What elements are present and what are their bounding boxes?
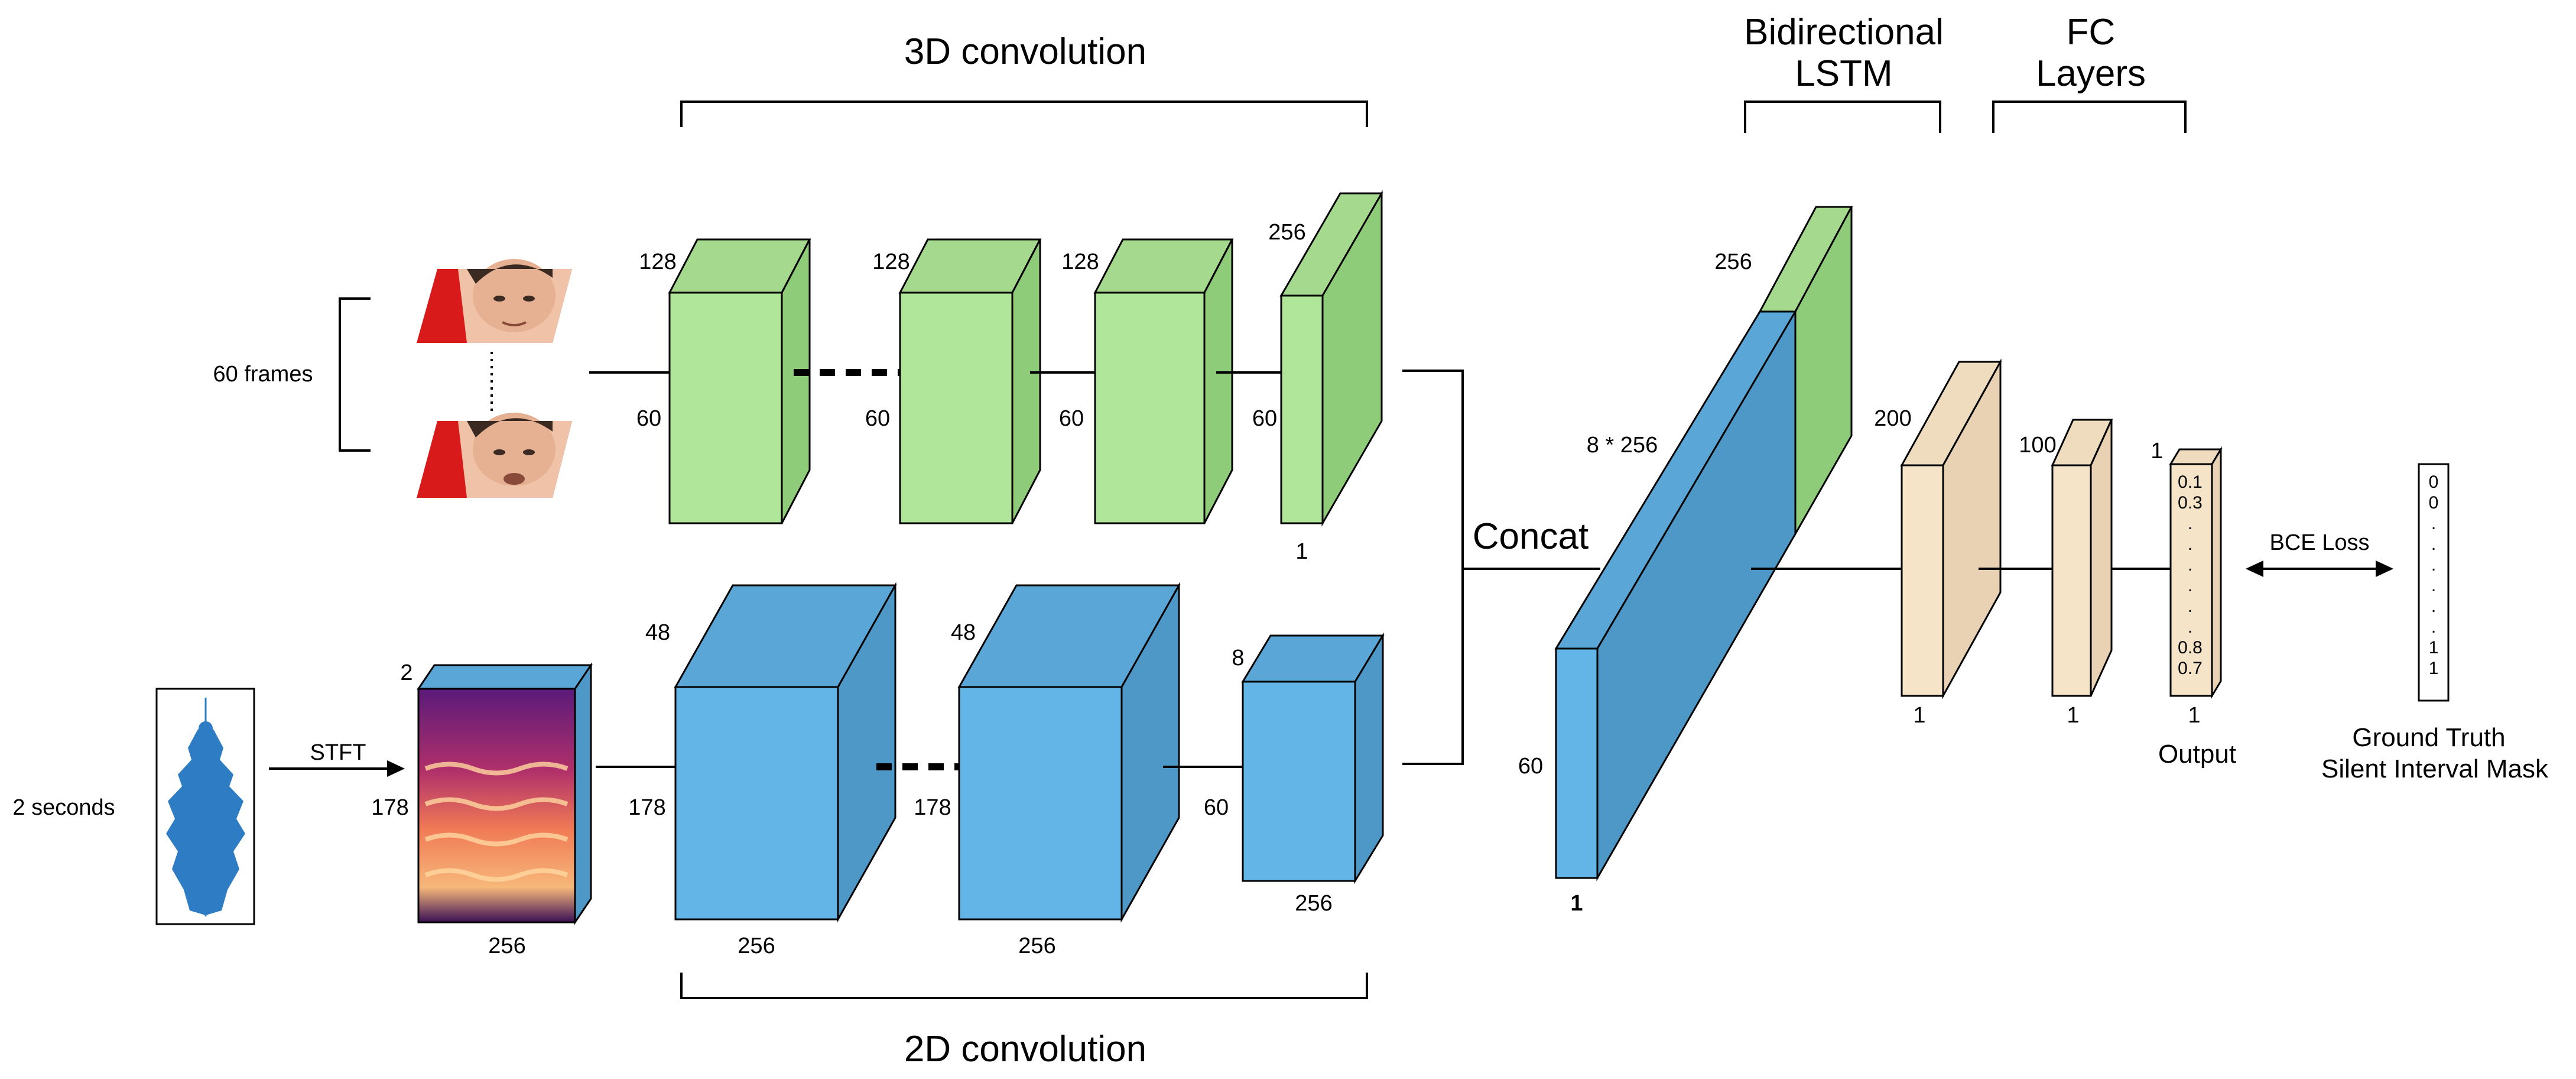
lstm-title-line2: LSTM bbox=[1795, 53, 1892, 94]
frames-label: 60 frames bbox=[213, 362, 313, 387]
loss-arrow-head-right bbox=[2376, 560, 2393, 577]
output-value: . bbox=[2188, 555, 2192, 575]
ground-truth-label-line2: Silent Interval Mask bbox=[2321, 754, 2549, 783]
spectrogram-top-dim: 2 bbox=[400, 660, 412, 685]
conv3d-block-2 bbox=[898, 238, 1042, 524]
output-value: . bbox=[2188, 597, 2192, 616]
output-values: 0.10.3......0.80.7 bbox=[2178, 472, 2203, 678]
fc-block-2-top-dim: 100 bbox=[2019, 433, 2056, 458]
conv3d-block-3 bbox=[1093, 238, 1234, 524]
lstm-top-dim: 256 bbox=[1714, 250, 1752, 274]
output-vector: 0.10.3......0.80.7 bbox=[2169, 446, 2223, 699]
conv2d-block-1-bottom-dim: 256 bbox=[738, 934, 775, 958]
conv3d-block-3-top-dim: 128 bbox=[1061, 250, 1099, 274]
conv2d-block-3 bbox=[1241, 632, 1385, 884]
fc-block-1-top-dim: 200 bbox=[1874, 406, 1911, 431]
fc-block-2 bbox=[2051, 419, 2113, 697]
face-frame-bottom bbox=[417, 413, 572, 498]
ground-truth-value: . bbox=[2431, 534, 2436, 554]
conv2d-block-3-left-dim: 60 bbox=[1204, 795, 1229, 820]
conv3d-block-4 bbox=[1279, 190, 1383, 527]
output-top-dim: 1 bbox=[2151, 439, 2163, 464]
spectrogram bbox=[417, 662, 593, 925]
conv3d-block-2-top-dim: 128 bbox=[872, 250, 909, 274]
spectrogram-bottom-dim: 256 bbox=[488, 934, 525, 958]
fc-title-line1: FC bbox=[2067, 12, 2116, 53]
video-to-concat bbox=[1402, 370, 1464, 568]
output-value: 0.1 bbox=[2178, 472, 2203, 492]
fc-block-1-bottom-dim: 1 bbox=[1913, 703, 1925, 728]
ground-truth-vector: 00......11 bbox=[2418, 463, 2450, 702]
frames-brace bbox=[339, 297, 371, 452]
lstm-feature-volume bbox=[1554, 206, 1853, 882]
conv2d-block-1-left-dim: 178 bbox=[628, 795, 665, 820]
conv3d-block-4-left-dim: 60 bbox=[1252, 406, 1277, 431]
concat-label: Concat bbox=[1473, 516, 1589, 557]
conv3d-block-4-bottom-dim: 1 bbox=[1295, 539, 1308, 564]
conv2d-block-2 bbox=[957, 582, 1181, 923]
ground-truth-value: . bbox=[2431, 555, 2436, 575]
ground-truth-value: 1 bbox=[2429, 638, 2439, 657]
output-value: . bbox=[2188, 514, 2192, 533]
conv3d-block-3-left-dim: 60 bbox=[1059, 406, 1084, 431]
audio-duration-label: 2 seconds bbox=[12, 795, 115, 820]
conv2d-block-3-top-dim: 8 bbox=[1232, 646, 1244, 670]
lstm-title-line1: Bidirectional bbox=[1744, 12, 1944, 53]
ground-truth-value: 0 bbox=[2429, 493, 2439, 513]
fc-block-2-bottom-dim: 1 bbox=[2067, 703, 2079, 728]
ground-truth-value: . bbox=[2431, 514, 2436, 533]
fc-bracket bbox=[1992, 101, 2187, 133]
conv2d-block-1 bbox=[674, 582, 897, 923]
loss-arrow-head-left bbox=[2246, 560, 2263, 577]
ground-truth-values: 00......11 bbox=[2429, 472, 2439, 678]
conv3d-block-4-top-dim: 256 bbox=[1268, 220, 1305, 245]
conv2d-block-2-bottom-dim: 256 bbox=[1018, 934, 1055, 958]
ground-truth-value: . bbox=[2431, 617, 2436, 637]
spectrogram-left-dim: 178 bbox=[371, 795, 408, 820]
ground-truth-label-line1: Ground Truth bbox=[2352, 723, 2505, 752]
lstm-bottom-dim: 1 bbox=[1570, 891, 1583, 916]
conv3d-block-1-top-dim: 128 bbox=[639, 250, 676, 274]
output-value: . bbox=[2188, 617, 2192, 637]
conv2d-bracket bbox=[680, 973, 1368, 999]
output-value: . bbox=[2188, 534, 2192, 554]
output-label: Output bbox=[2158, 740, 2236, 769]
lstm-depth-dim: 8 * 256 bbox=[1587, 433, 1658, 458]
loss-label: BCE Loss bbox=[2270, 530, 2370, 555]
fc-title-line2: Layers bbox=[2036, 53, 2146, 94]
conv3d-block-1-left-dim: 60 bbox=[636, 406, 661, 431]
stft-label: STFT bbox=[310, 740, 366, 765]
output-value: . bbox=[2188, 576, 2192, 595]
audio-to-concat bbox=[1402, 568, 1464, 765]
output-value: 0.3 bbox=[2178, 493, 2203, 513]
ground-truth-value: . bbox=[2431, 597, 2436, 616]
lstm-left-dim: 60 bbox=[1518, 754, 1543, 779]
output-value: 0.7 bbox=[2178, 659, 2203, 678]
ground-truth-value: . bbox=[2431, 576, 2436, 595]
conv2d-title: 2D convolution bbox=[904, 1029, 1146, 1070]
output-value: 0.8 bbox=[2178, 638, 2203, 657]
output-bottom-dim: 1 bbox=[2188, 703, 2200, 728]
conv3d-title: 3D convolution bbox=[904, 31, 1146, 72]
conv2d-block-2-left-dim: 178 bbox=[914, 795, 951, 820]
conv2d-block-3-bottom-dim: 256 bbox=[1295, 891, 1332, 916]
ground-truth-value: 1 bbox=[2429, 659, 2439, 678]
waveform-panel bbox=[155, 688, 255, 925]
conv2d-block-1-top-dim: 48 bbox=[645, 620, 670, 645]
conv3d-block-2-left-dim: 60 bbox=[865, 406, 890, 431]
conv3d-bracket bbox=[680, 101, 1368, 127]
stft-arrow-head bbox=[387, 760, 405, 777]
conv3d-block-1 bbox=[668, 238, 811, 524]
fc-block-1 bbox=[1900, 358, 2002, 699]
lstm-bracket bbox=[1744, 101, 1941, 133]
conv2d-block-2-top-dim: 48 bbox=[951, 620, 976, 645]
face-frame-top bbox=[417, 259, 572, 343]
ground-truth-value: 0 bbox=[2429, 472, 2439, 492]
